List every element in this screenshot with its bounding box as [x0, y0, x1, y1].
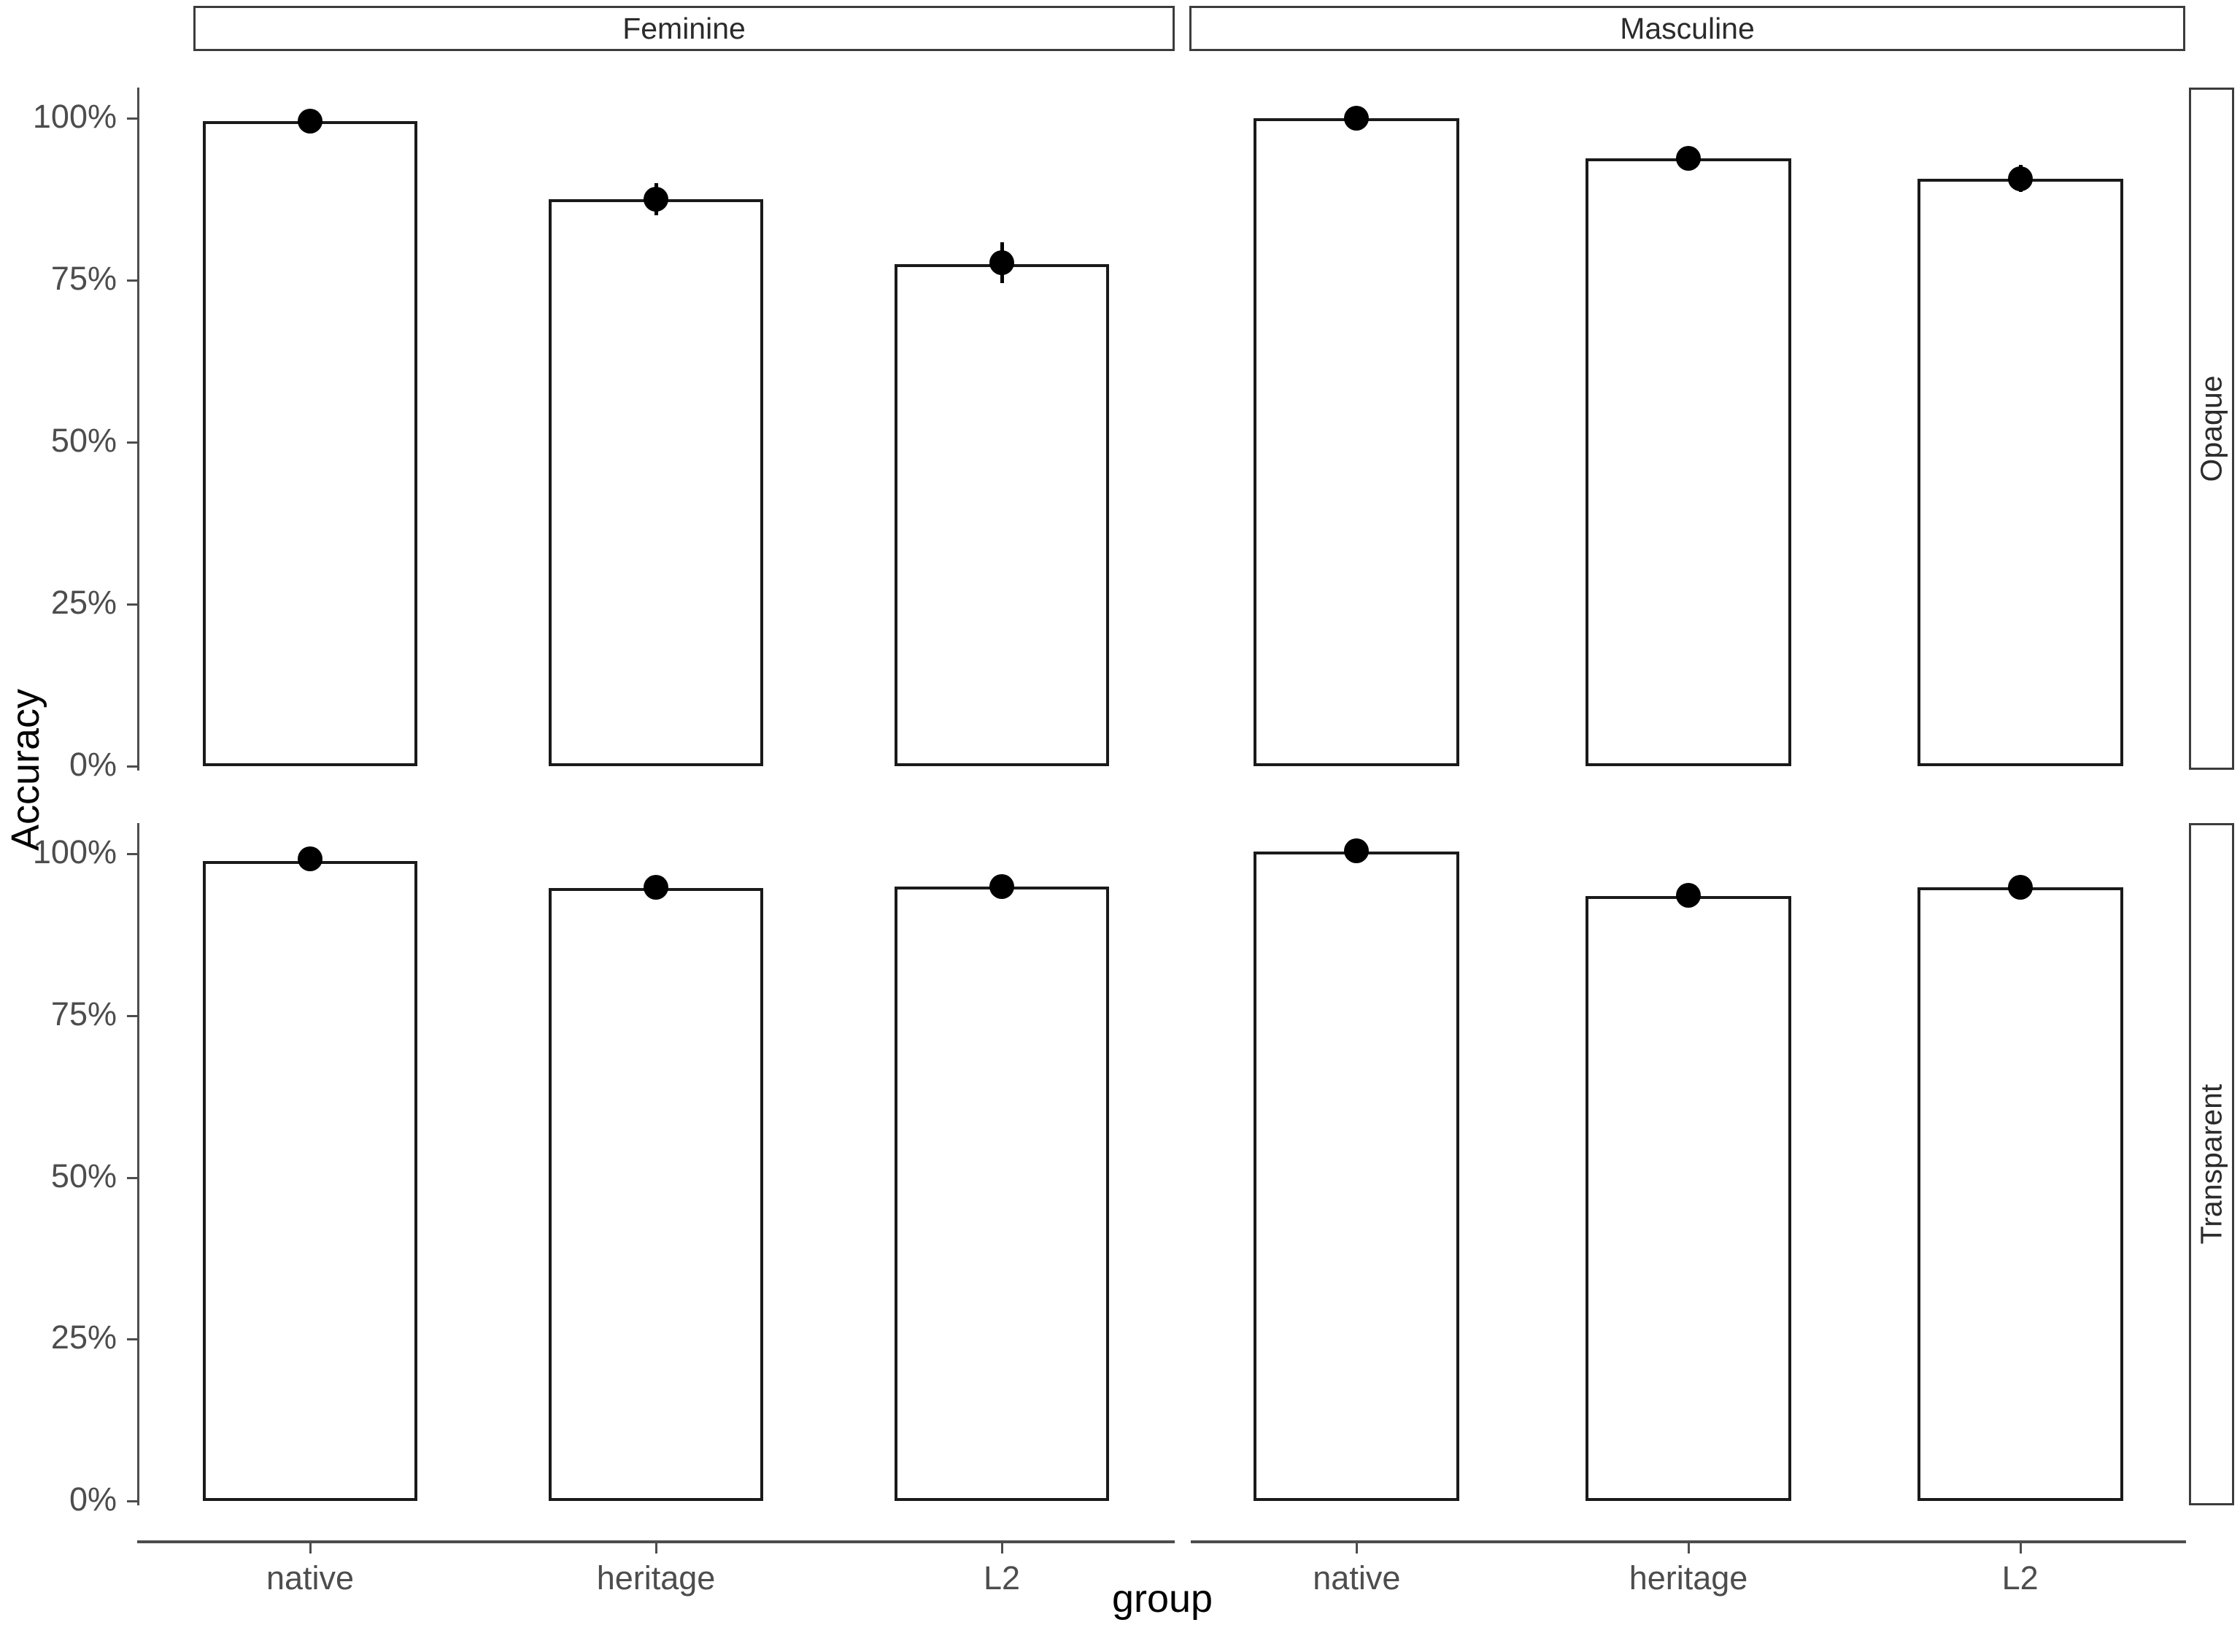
bar: [549, 199, 763, 766]
data-point-marker: [298, 109, 323, 134]
x-tick-label: L2: [2001, 1559, 2039, 1597]
bar: [1917, 887, 2123, 1501]
x-tick-label: L2: [983, 1559, 1021, 1597]
y-tick-mark: [127, 765, 137, 768]
y-tick-label: 75%: [50, 995, 117, 1032]
facet-strip-opaque: Opaque: [2189, 88, 2234, 770]
x-tick-mark: [655, 1543, 657, 1553]
x-tick-mark: [1356, 1543, 1359, 1553]
x-axis-title-label: group: [1111, 1577, 1213, 1621]
x-tick-label: native: [266, 1559, 355, 1597]
facet-strip-label: Feminine: [622, 11, 746, 45]
facet-strip-label: Opaque: [2194, 375, 2228, 482]
y-tick-mark: [127, 279, 137, 282]
y-tick-label: 75%: [50, 260, 117, 297]
bar: [1586, 895, 1791, 1501]
bar: [549, 888, 763, 1501]
y-tick-mark: [127, 1014, 137, 1017]
facet-strip-label: Masculine: [1620, 11, 1755, 45]
x-axis-spine: [137, 1540, 1175, 1543]
bar: [1254, 118, 1460, 766]
x-tick-mark: [309, 1543, 312, 1553]
bar: [1586, 158, 1791, 766]
y-tick-mark: [127, 853, 137, 855]
data-point-marker: [2007, 875, 2033, 900]
data-point-marker: [1676, 146, 1701, 171]
data-point-marker: [2007, 166, 2033, 191]
bar: [1254, 852, 1460, 1501]
bar: [203, 860, 417, 1501]
data-point-marker: [989, 874, 1014, 900]
x-tick-mark: [1688, 1543, 1690, 1553]
data-point-marker: [1344, 106, 1370, 131]
facet-strip-masculine: Masculine: [1189, 6, 2185, 51]
y-tick-mark: [127, 1176, 137, 1179]
y-tick-mark: [127, 1338, 137, 1341]
data-point-marker: [1344, 838, 1370, 863]
y-tick-mark: [127, 441, 137, 444]
y-axis-spine: [137, 823, 139, 1505]
data-point-marker: [1676, 882, 1701, 908]
bar: [1917, 179, 2123, 766]
x-axis-spine: [1191, 1540, 2186, 1543]
x-tick-label: native: [1313, 1559, 1401, 1597]
data-point-marker: [644, 187, 668, 212]
y-tick-mark: [127, 117, 137, 120]
facet-strip-label: Transparent: [2194, 1084, 2228, 1245]
y-tick-label: 0%: [69, 1481, 117, 1518]
data-point-marker: [644, 875, 668, 900]
y-tick-label: 25%: [50, 1319, 117, 1356]
x-tick-label: heritage: [596, 1559, 716, 1597]
x-tick-label: heritage: [1629, 1559, 1748, 1597]
x-axis-title: group: [137, 1576, 2187, 1621]
facet-strip-transparent: Transparent: [2189, 823, 2234, 1505]
bar: [203, 121, 417, 766]
y-tick-label: 0%: [69, 746, 117, 783]
y-tick-label: 25%: [50, 584, 117, 621]
x-tick-mark: [2019, 1543, 2022, 1553]
data-point-marker: [298, 846, 323, 872]
y-tick-label: 50%: [50, 1157, 117, 1194]
data-point-marker: [989, 250, 1014, 276]
y-tick-mark: [127, 1500, 137, 1502]
y-axis-spine: [137, 88, 139, 771]
bar: [895, 263, 1109, 766]
facet-strip-feminine: Feminine: [193, 6, 1175, 51]
x-tick-mark: [1001, 1543, 1003, 1553]
y-tick-label: 50%: [50, 422, 117, 459]
y-tick-label: 100%: [32, 833, 117, 871]
bar: [895, 887, 1109, 1501]
y-tick-mark: [127, 603, 137, 606]
y-tick-label: 100%: [32, 98, 117, 135]
